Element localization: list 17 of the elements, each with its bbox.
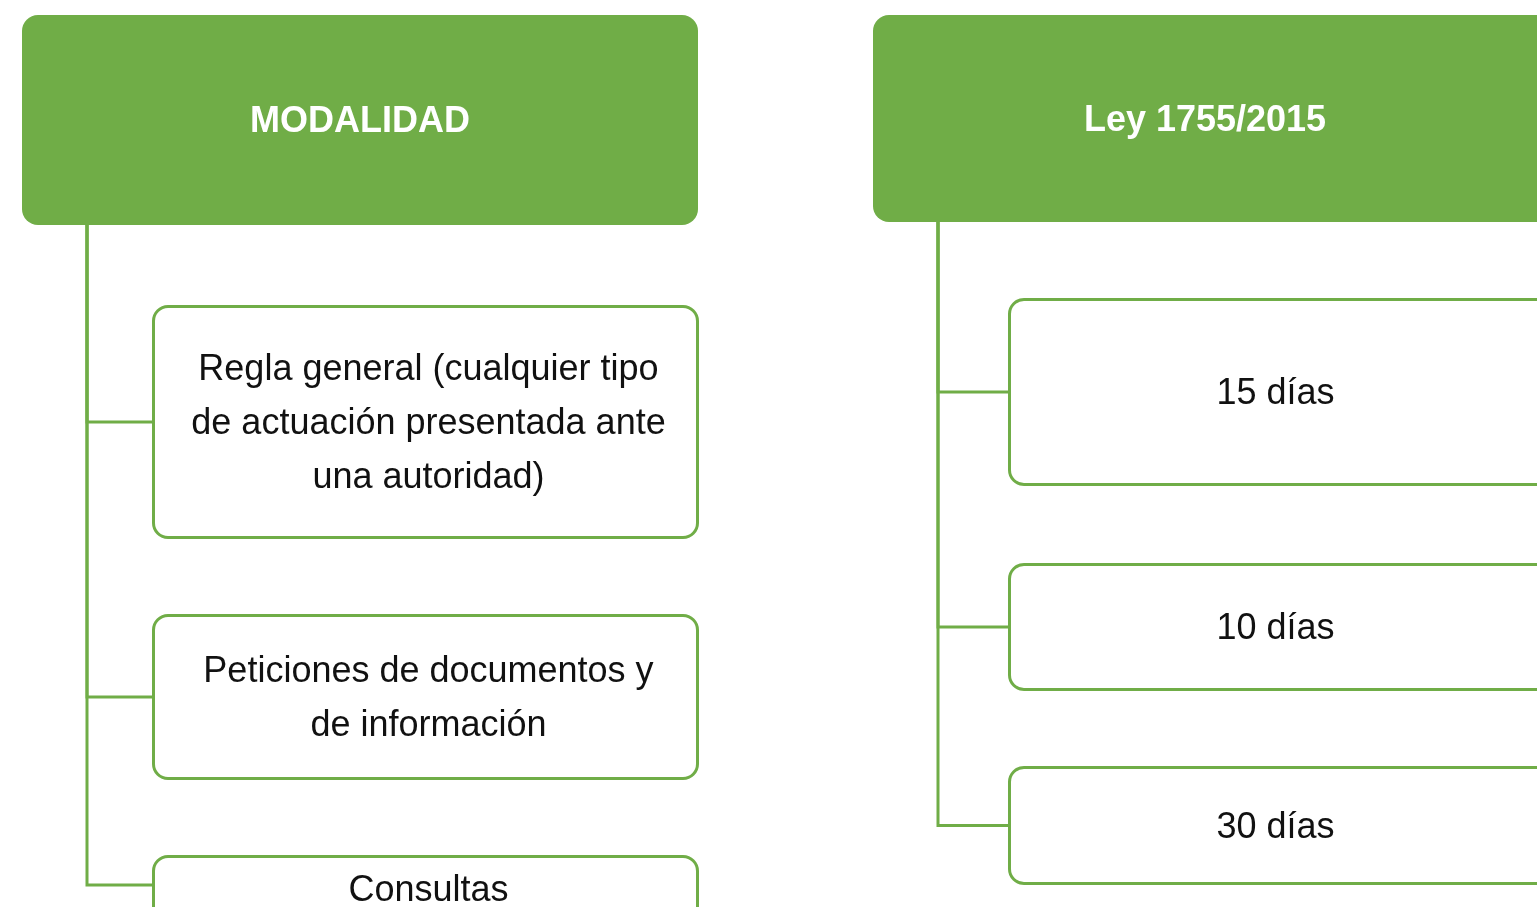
header-title: Ley 1755/2015	[1083, 96, 1327, 141]
category-text: Regla general (cualquier tipo de actuación presentada ante una autoridad)	[190, 346, 667, 498]
category-text: 30 días	[1215, 803, 1336, 848]
category-box	[1008, 298, 1537, 486]
connector-line	[936, 222, 1008, 827]
category-box	[1008, 766, 1537, 885]
header-box	[22, 15, 698, 225]
category-text: Peticiones de documentos y de información	[202, 648, 655, 746]
category-text: 15 días	[1215, 370, 1336, 414]
category-text: 10 días	[1215, 605, 1336, 649]
category-box	[152, 305, 699, 539]
category-text: Consultas	[347, 867, 510, 907]
header-title: MODALIDAD	[250, 98, 470, 142]
category-box	[152, 614, 699, 780]
category-box	[1008, 563, 1537, 691]
header-box	[873, 15, 1537, 222]
connector-line	[85, 225, 152, 887]
